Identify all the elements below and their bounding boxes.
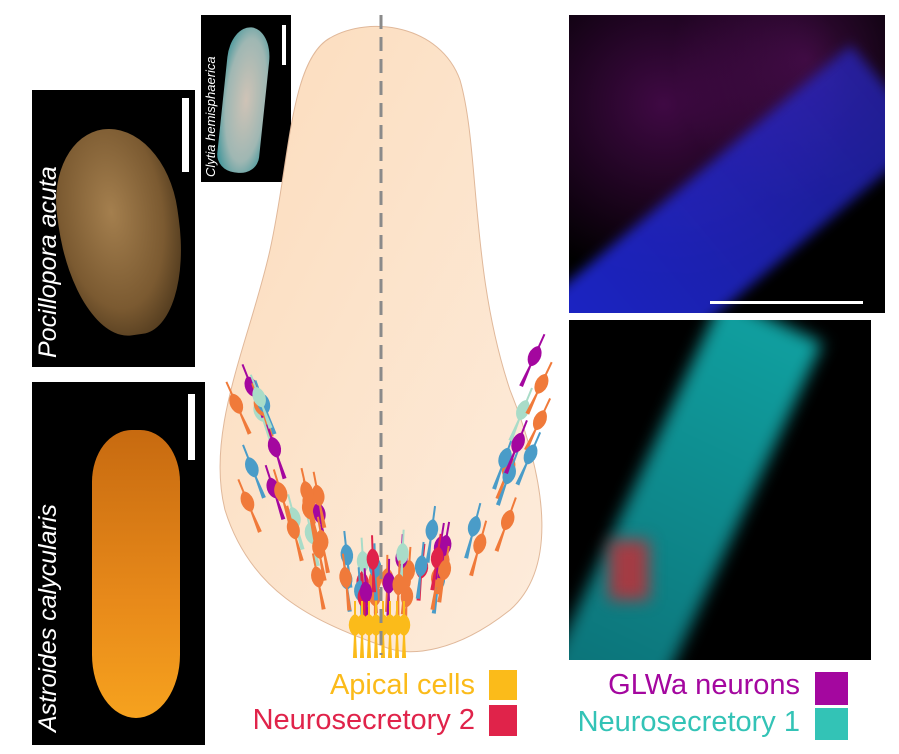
- scale-bar: [282, 25, 286, 65]
- neuron-cell: [437, 545, 452, 603]
- neuron-cell: [266, 424, 287, 480]
- neuron-cell: [508, 387, 533, 442]
- neuron-cell: [225, 381, 252, 435]
- red-neurosecretory-signal: [609, 540, 649, 600]
- legend-neurosecretory-1-label: Neurosecretory 1: [577, 706, 800, 738]
- cyan-neurosecretory-signal: [569, 320, 823, 660]
- neuron-cell: [524, 398, 552, 451]
- neuron-cell: [525, 361, 553, 415]
- astroides-larva-photo: Astroides calycularis: [32, 382, 205, 745]
- legend-neurosecretory-2-label: Neurosecretory 2: [252, 704, 475, 736]
- neuron-cell: [312, 524, 327, 582]
- apical-cell: [355, 601, 369, 658]
- neuron-cell: [311, 553, 326, 610]
- neuron-cell: [515, 431, 542, 486]
- neuron-cell: [366, 535, 380, 593]
- apical-cell: [369, 601, 383, 658]
- apical-cell: [397, 601, 411, 658]
- legend-neurosecretory-2-swatch: [489, 705, 517, 736]
- neuron-cell: [464, 502, 482, 559]
- neuron-cells: [225, 333, 553, 658]
- neuron-cell: [494, 497, 517, 552]
- neuron-cell: [469, 520, 488, 577]
- pocillopora-label: Pocillopora acuta: [34, 166, 62, 358]
- neuron-cell: [425, 505, 439, 563]
- legend-apical-cells-label: Apical cells: [329, 669, 475, 701]
- scale-bar: [188, 394, 195, 460]
- neuron-cell: [495, 451, 519, 506]
- legend-glwa-neurons-label: GLWa neurons: [608, 669, 800, 701]
- astroides-larva-body: [92, 430, 180, 718]
- neuron-cell: [400, 572, 414, 630]
- neurosecretory-microscopy-image: [569, 320, 871, 660]
- legend-apical-cells-swatch: [489, 670, 517, 700]
- neuron-cell: [356, 537, 370, 595]
- neuron-cell: [300, 467, 316, 525]
- neuron-cell: [311, 471, 327, 529]
- neuron-cell: [519, 333, 546, 388]
- larva-outline: [219, 26, 543, 653]
- apical-cell: [383, 601, 397, 658]
- neuron-cell: [242, 444, 266, 499]
- larva-schematic: [219, 15, 553, 658]
- scale-bar: [710, 301, 863, 304]
- apical-cell: [362, 601, 376, 658]
- glwa-microscopy-image: [569, 15, 885, 313]
- apical-cell: [390, 601, 404, 658]
- neuron-cell: [286, 505, 304, 562]
- neuron-cell: [504, 420, 528, 475]
- scale-bar: [182, 98, 189, 172]
- neuron-cell: [272, 469, 293, 525]
- neuron-cell: [414, 541, 428, 599]
- legend-neurosecretory-1-swatch: [815, 708, 848, 740]
- neuron-cell: [392, 560, 405, 618]
- apical-cell: [348, 601, 362, 658]
- astroides-label: Astroides calycularis: [34, 504, 62, 732]
- neuron-cell: [359, 568, 373, 626]
- neuron-cell: [396, 529, 409, 587]
- clytia-larva-photo: Clytia hemisphaerica: [201, 15, 291, 182]
- legend-glwa-neurons-swatch: [815, 672, 848, 705]
- neuron-cell: [237, 478, 262, 533]
- pocillopora-larva-body: [46, 120, 194, 344]
- neuron-cell: [382, 558, 396, 616]
- apical-cell: [376, 601, 390, 658]
- neuron-cell: [339, 553, 352, 611]
- neuron-cell: [249, 374, 273, 429]
- pocillopora-larva-photo: Pocillopora acuta: [32, 90, 195, 367]
- neuron-cell: [430, 533, 444, 591]
